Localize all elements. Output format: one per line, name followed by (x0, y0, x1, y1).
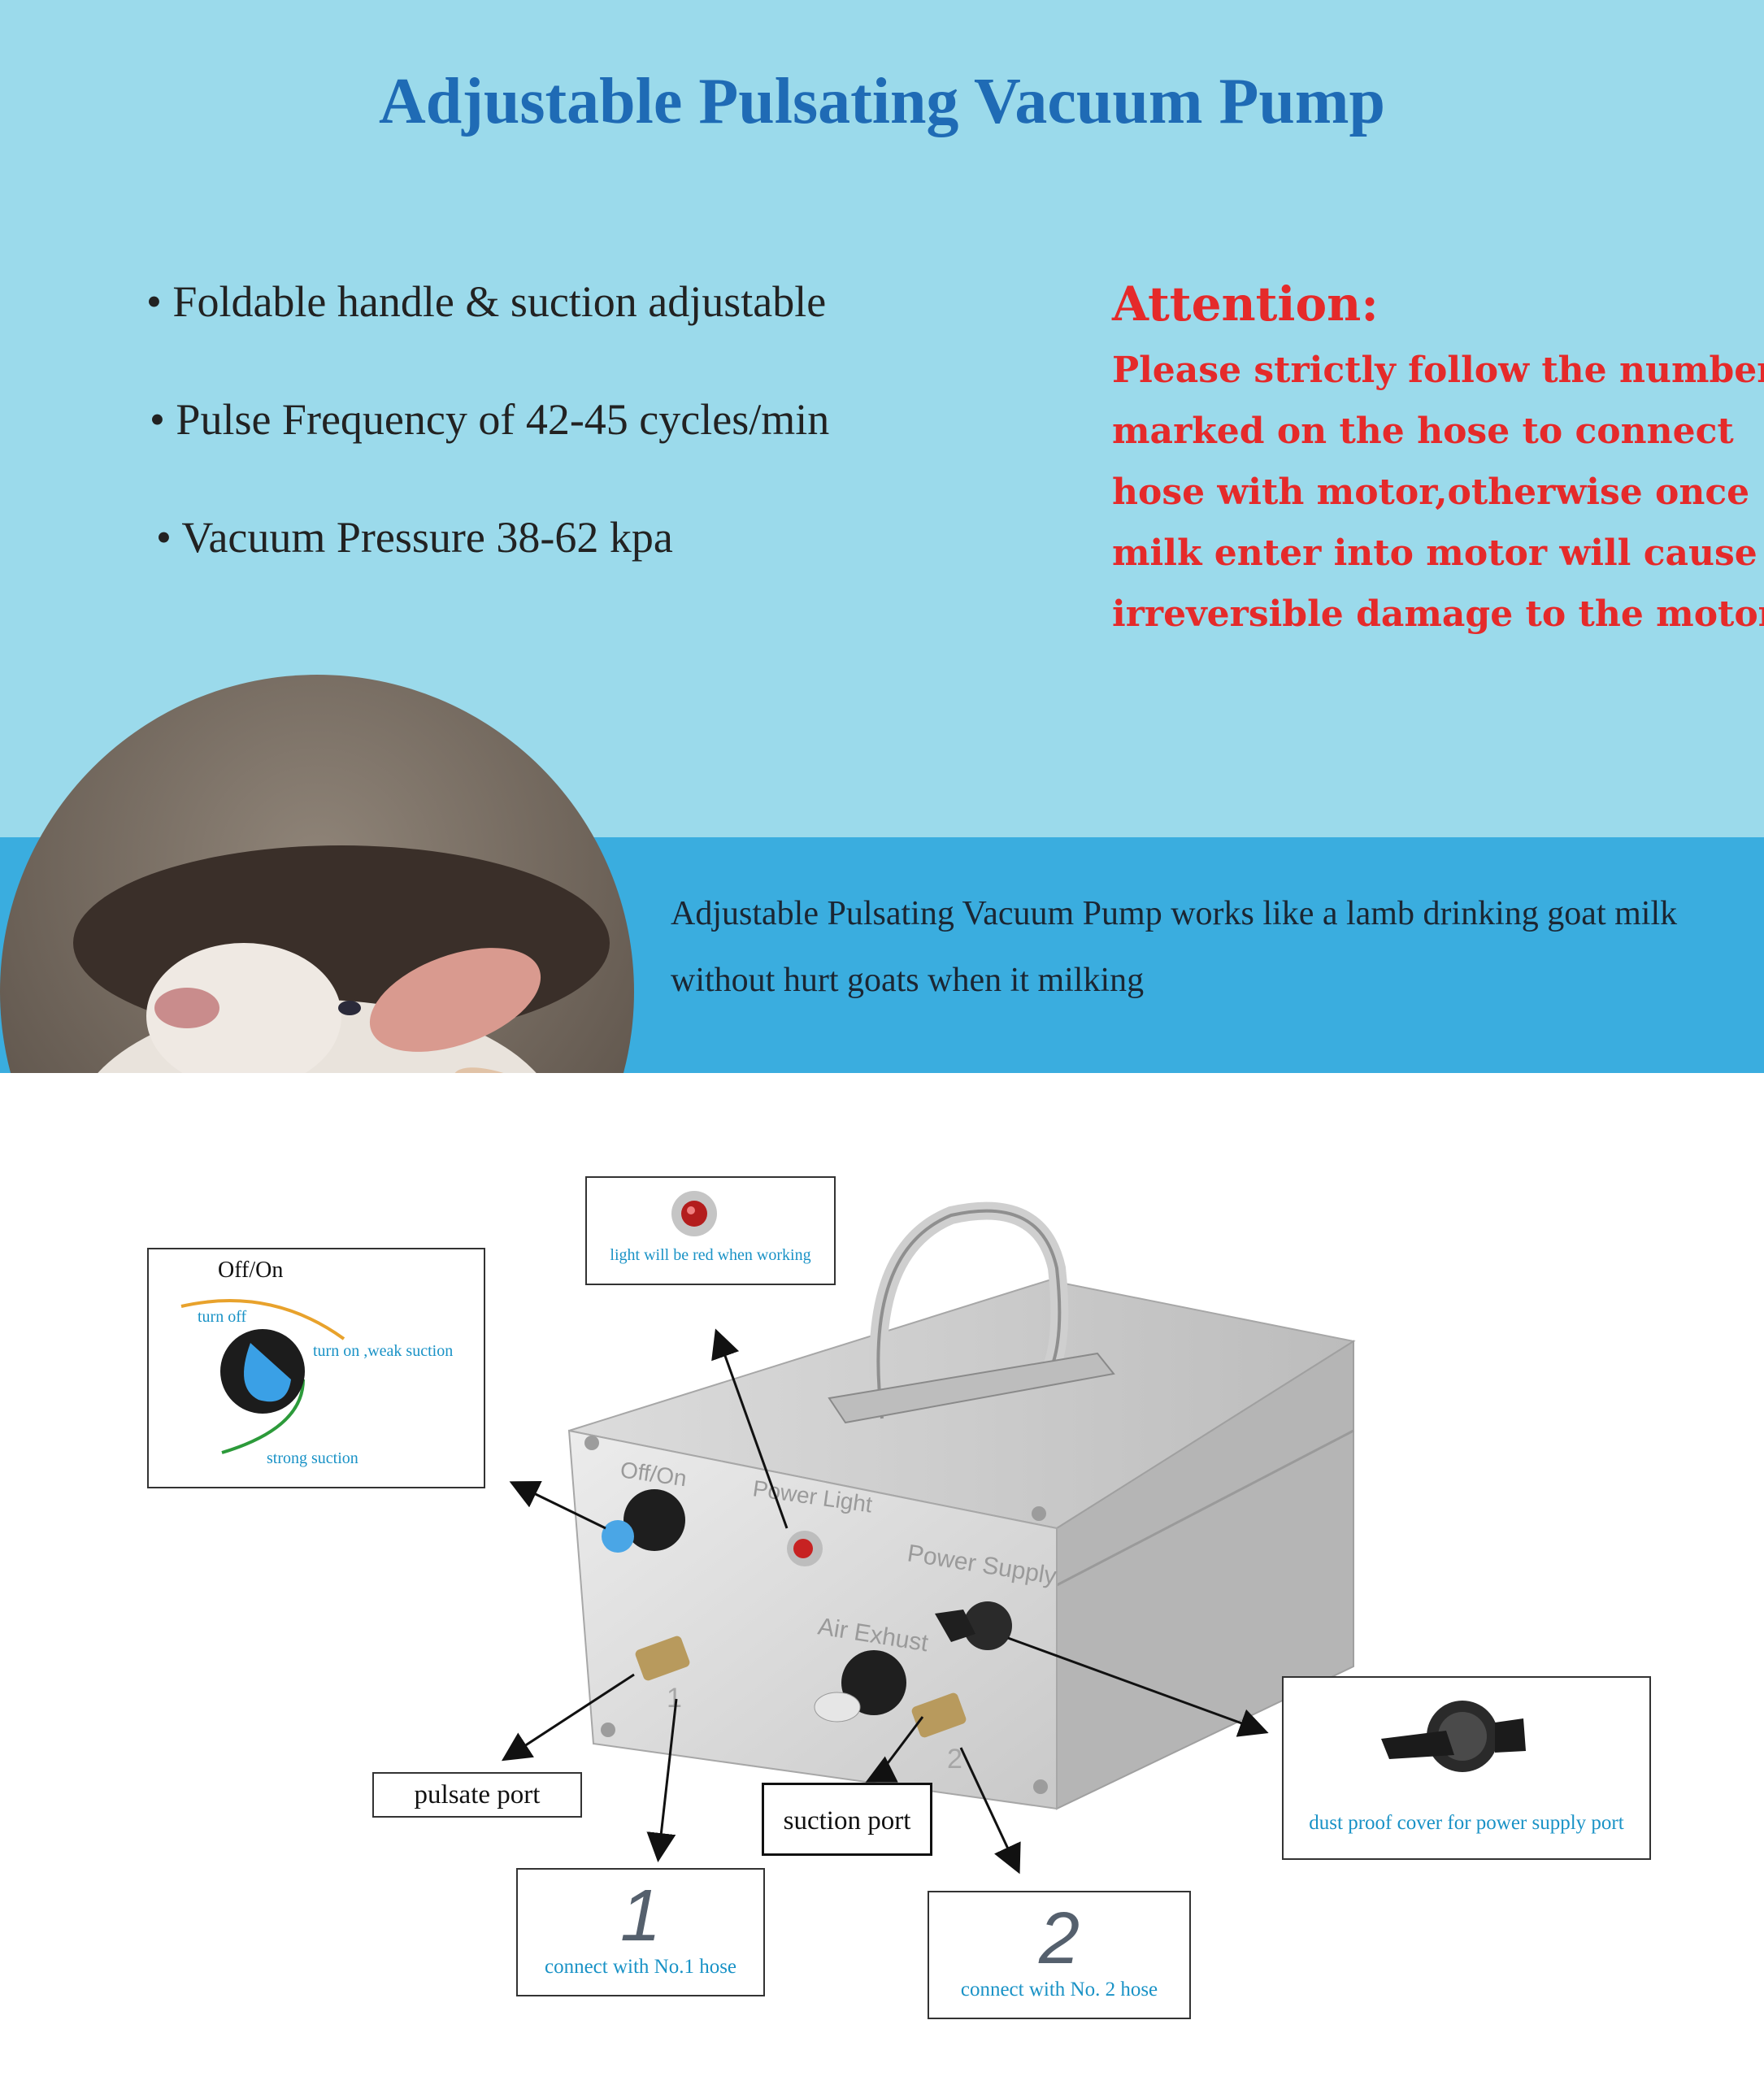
arrow-power-light (711, 1328, 789, 1529)
callout-dust-cover: dust proof cover for power supply port (1282, 1676, 1651, 1860)
power-light (793, 1539, 813, 1558)
power-supply-port (963, 1601, 1012, 1650)
air-exhaust (841, 1650, 906, 1715)
dust-cover-icon (1381, 1701, 1526, 1772)
band-text-line: without hurt goats when it milking (671, 962, 1145, 999)
feature-foldable: • Foldable handle & suction adjustable (146, 277, 827, 326)
callout-hose-2: 2 connect with No. 2 hose (928, 1891, 1191, 2019)
pulsate-port (635, 1636, 690, 1681)
callout-hose-1: 1 connect with No.1 hose (516, 1868, 765, 1996)
page-title: Adjustable Pulsating Vacuum Pump (378, 66, 1386, 137)
suction-port (911, 1692, 967, 1738)
hero-banner: Adjustable Pulsating Vacuum Pump • Folda… (0, 0, 1764, 1073)
lamb-photo (0, 675, 634, 1073)
feature-vacuum-pressure: • Vacuum Pressure 38-62 kpa (156, 513, 673, 562)
hose-2-text: connect with No. 2 hose (960, 1979, 1158, 2001)
callout-strong-suction: strong suction (267, 1449, 358, 1467)
attention-line: marked on the hose to connect (1112, 411, 1734, 452)
callout-power-light: light will be red when working (585, 1176, 836, 1285)
attention-heading: Attention: (1112, 276, 1379, 332)
hose-1-number: 1 (619, 1875, 662, 1957)
callout-off-on-title: Off/On (218, 1258, 284, 1283)
attention-line: irreversible damage to the motor. (1112, 593, 1764, 635)
knob-rotation-icon (180, 1299, 345, 1454)
off-on-knob (623, 1489, 685, 1551)
arrow-hose2 (959, 1747, 1021, 1875)
callout-power-light-text: light will be red when working (610, 1246, 811, 1264)
lamb-photo-clip (0, 0, 634, 1073)
dust-cover-text: dust proof cover for power supply port (1309, 1812, 1624, 1834)
pump-diagram: Off/On Power Light Power Supply Air Exhu… (501, 1201, 1356, 1875)
band-text-line: Adjustable Pulsating Vacuum Pump works l… (671, 895, 1678, 932)
callout-suction-port: suction port (762, 1783, 932, 1856)
callout-turn-off: turn off (198, 1308, 247, 1326)
arrow-suction (865, 1716, 924, 1783)
attention-line: milk enter into motor will cause (1112, 532, 1757, 574)
callout-suction-text: suction port (783, 1806, 911, 1836)
callout-pulsate-text: pulsate port (414, 1780, 541, 1809)
hose-1-text: connect with No.1 hose (544, 1956, 737, 1978)
port-number-2: 2 (947, 1744, 962, 1775)
callout-pulsate-port: pulsate port (372, 1772, 582, 1818)
arrow-off-on (509, 1480, 606, 1530)
arrow-pulsate (501, 1673, 635, 1762)
handle-hinge (828, 1352, 1115, 1424)
hose-2-number: 2 (1038, 1898, 1080, 1979)
port-number-1: 1 (667, 1683, 682, 1714)
callout-turn-on: turn on ,weak suction (313, 1342, 454, 1360)
attention-line: hose with motor,otherwise once (1112, 471, 1750, 513)
feature-pulse-frequency: • Pulse Frequency of 42-45 cycles/min (150, 395, 830, 444)
callout-off-on: Off/On turn off turn on ,weak suction st… (147, 1248, 485, 1488)
arrow-dust-cover (1007, 1636, 1269, 1737)
arrow-hose1 (646, 1698, 678, 1862)
red-light-icon (671, 1191, 717, 1236)
attention-line: Please strictly follow the number (1112, 350, 1764, 391)
